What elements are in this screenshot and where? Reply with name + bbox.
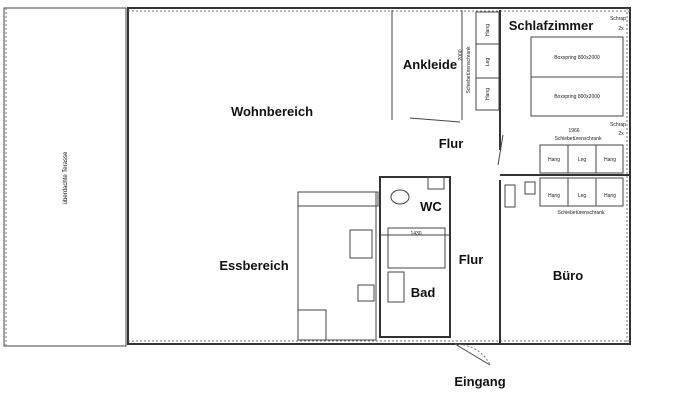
label-living: Wohnbereich xyxy=(231,104,313,119)
wardrobe-label: Hang xyxy=(485,88,491,100)
sink xyxy=(524,181,536,195)
toilet xyxy=(390,189,410,205)
wardrobe-label: Hang xyxy=(604,193,616,199)
dimension: 2000 xyxy=(458,49,464,60)
label-bath: Bad xyxy=(411,285,436,300)
entrance-door xyxy=(454,343,491,366)
label-hall-upper: Flur xyxy=(439,136,464,151)
dimension: 1966 xyxy=(568,128,579,134)
kitchen-counter xyxy=(297,191,379,207)
fridge xyxy=(297,309,327,341)
label-dressing: Ankleide xyxy=(403,57,457,72)
label-dining: Essbereich xyxy=(219,258,288,273)
wardrobe-upper xyxy=(539,144,624,174)
wardrobe-label: Schiebetürenschrank xyxy=(466,46,472,93)
wardrobe-lower xyxy=(539,177,624,207)
kitchen-sink xyxy=(357,284,375,302)
label-bedroom: Schlafzimmer xyxy=(509,18,594,33)
wardrobe-label: Hang xyxy=(548,193,560,199)
wardrobe-label: Hang xyxy=(548,157,560,163)
label-terrace: überdachte Terasse xyxy=(63,151,69,204)
wardrobe-label: Leg xyxy=(578,157,587,163)
bed-label: Boxspring 800x2000 xyxy=(554,55,600,61)
bed xyxy=(530,76,624,117)
shelf xyxy=(504,184,516,208)
wet-room xyxy=(379,176,451,338)
terrace-outline xyxy=(3,7,127,347)
wardrobe-label: Schiebetürenschrank xyxy=(555,136,602,142)
door xyxy=(497,134,504,166)
cabinet-label: Schrap xyxy=(610,16,626,22)
cabinet-count: 2x xyxy=(618,131,624,137)
wardrobe-label: Hang xyxy=(485,24,491,36)
label-entrance: Eingang xyxy=(454,374,505,389)
shower xyxy=(387,271,405,303)
cabinet-count: 2x xyxy=(618,26,624,32)
sink xyxy=(427,176,445,190)
stove xyxy=(349,229,373,259)
wardrobe-label: Schiebetürenschrank xyxy=(558,210,605,216)
label-office: Büro xyxy=(553,268,583,283)
cabinet-label: Schrap xyxy=(610,122,626,128)
label-hall-lower: Flur xyxy=(459,252,484,267)
wardrobe-label: Leg xyxy=(485,58,491,67)
tub-dimension: 1430 xyxy=(410,231,421,237)
label-wc: WC xyxy=(420,199,442,214)
bathtub xyxy=(387,227,446,269)
bed-label: Boxspring 800x2000 xyxy=(554,94,600,100)
wardrobe-label: Leg xyxy=(578,193,587,199)
door xyxy=(409,117,461,123)
wardrobe-label: Hang xyxy=(604,157,616,163)
kitchen xyxy=(297,191,377,341)
